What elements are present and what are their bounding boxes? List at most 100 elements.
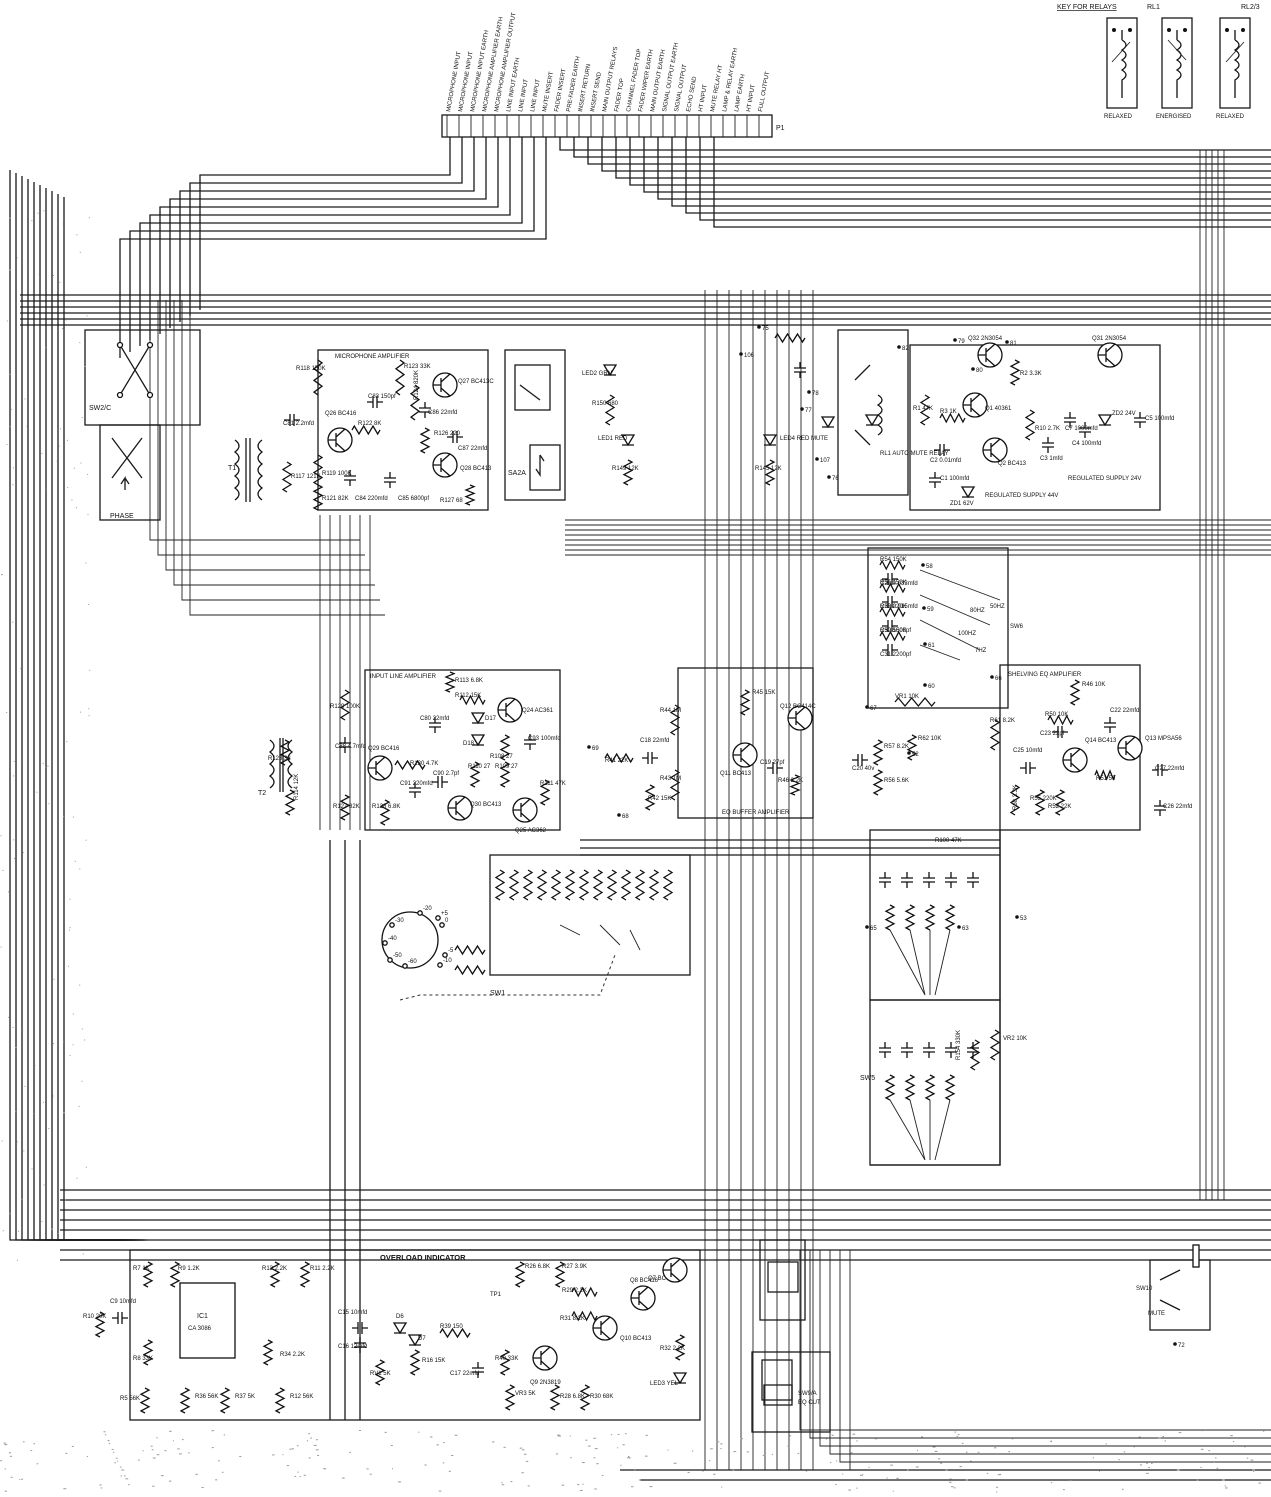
resistor-symbol [499,761,511,788]
component-label: Q8 BC416 [630,1278,659,1284]
regulated-b-label: REGULATED SUPPLY 24V [1068,476,1141,482]
wire [615,137,1271,179]
pin-label: HT INPUT [698,84,709,113]
component-label: Q29 BC416 [368,746,400,752]
scan-speck [921,1436,923,1438]
scan-speck [9,425,11,427]
diode-symbol [762,434,778,447]
scan-speck [137,1459,140,1461]
resistor-symbol [604,752,634,764]
resistor-symbol [669,704,681,736]
scan-speck [627,1457,630,1459]
component-label: C9 10mfd [110,1299,136,1305]
scan-speck [916,1449,919,1451]
resistor-symbol [674,1334,686,1361]
junction-dot [897,345,901,349]
component-label: R44 1M [660,708,681,714]
scan-speck [594,1488,597,1490]
scan-speck [896,1477,899,1479]
scan-speck [324,1468,326,1470]
resistor-symbol [351,424,381,436]
scan-speck [142,1450,144,1452]
scan-speck [36,1463,39,1465]
scan-speck [88,603,90,605]
relay-key: KEY FOR RELAYS RL1 RL2/3 RELAXED ENERGIS… [1057,4,1260,120]
resistor-symbol [872,739,884,766]
scan-speck [442,1442,445,1444]
scan-speck [627,1456,630,1458]
transformer-t1: T1 [228,438,264,502]
resistor-symbol [1009,359,1021,386]
component-label: R108 27 [490,754,513,760]
component-label: R124 820K [414,370,420,400]
capacitor-symbol [879,1042,891,1058]
resistor-symbol [884,904,896,931]
scan-speck [341,1477,345,1479]
scan-speck [103,1431,106,1433]
scan-speck [66,741,68,743]
scan-speck [1200,1448,1204,1450]
phase-switch: PHASE [99,424,161,521]
scan-speck [120,1475,122,1477]
component-label: R61 8.2K [990,718,1015,724]
capacitor-symbol [354,1337,366,1353]
scan-speck [188,1452,190,1454]
resistor-symbol [1047,714,1074,726]
scan-speck [69,898,71,900]
component-label: R127 68 [440,498,463,504]
component-label: C7 1000mfd [1065,426,1098,432]
scan-speck [1092,1457,1095,1459]
scan-speck [0,1460,3,1462]
scan-speck [915,1466,919,1468]
scan-speck [451,1455,454,1457]
scan-speck [1216,1467,1219,1469]
capacitor-symbol [1104,717,1116,733]
sw2c-label: SW2/C [89,405,111,412]
scan-speck [2,1230,4,1232]
resistor-symbol [904,1074,916,1101]
resistor-symbol [454,944,486,956]
scan-speck [418,1431,420,1433]
component-label: R2 3.3K [1020,371,1042,377]
resistor-symbol [514,1261,526,1288]
component-label: C90 2.7pf [433,771,459,777]
scan-speck [436,1444,439,1446]
scan-speck [856,1440,858,1442]
component-label: R36 56K [195,1394,218,1400]
component-label: C25 10mfd [1013,748,1042,754]
wire [179,137,475,322]
scan-speck [1133,1446,1135,1448]
junction-dot [921,563,925,567]
scan-speck [12,467,14,469]
scan-speck [970,1460,972,1462]
component-label: Q27 BC413C [458,379,494,385]
scan-speck [501,1482,503,1484]
capacitor-symbol [1020,762,1036,774]
capacitor-symbol [419,402,431,418]
scan-speck [3,1442,6,1444]
resistor-symbol [444,671,456,693]
scan-speck [628,1457,631,1459]
scan-speck [2,869,4,871]
component-label: R109 27 [495,764,518,770]
scan-speck [1213,1461,1215,1463]
resistor-symbol [312,484,324,511]
scan-speck [72,1044,74,1046]
scan-speck [151,1449,154,1451]
capacitor-symbol [1042,437,1054,453]
resistor-symbol [564,869,576,901]
scan-speck [850,1452,853,1454]
switch-contact [437,962,443,968]
resistor-symbol [499,734,511,761]
resistor-symbol [579,1384,591,1411]
scan-speck [369,1473,372,1475]
component-label: C3 1mfd [1040,456,1063,462]
scan-speck [156,1437,158,1439]
scan-speck [862,1473,864,1475]
resistor-symbol [312,454,324,486]
scan-speck [43,1101,45,1103]
scan-speck [57,1233,59,1235]
capacitor-symbol [882,620,898,632]
component-label: 50HZ [990,604,1005,610]
component-label: C18 22mfd [640,738,669,744]
